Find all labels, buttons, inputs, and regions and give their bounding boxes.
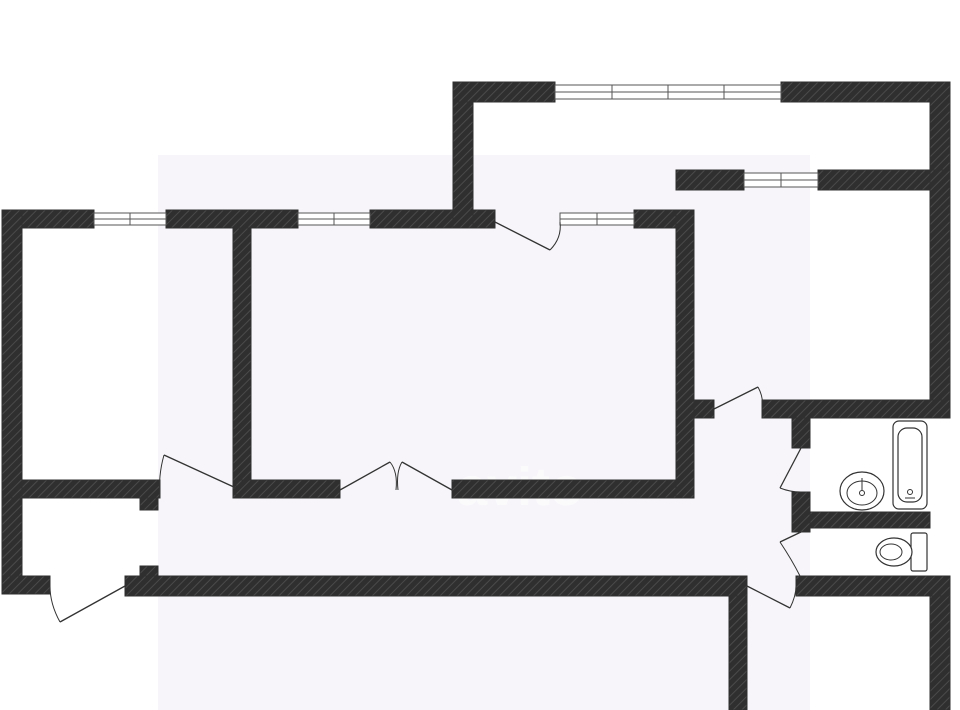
- door-living-double: [339, 461, 453, 491]
- wall-entry-bottom: [1, 575, 51, 595]
- wall-left-room-top-b: [165, 209, 299, 229]
- door-right-bedroom: [713, 386, 763, 410]
- door-lower-room: [746, 585, 797, 609]
- door-wc: [779, 531, 802, 577]
- wall-lower-vertical-left: [728, 595, 748, 710]
- wall-entry-stub-top: [139, 497, 159, 511]
- wall-left-room-bottom: [21, 479, 161, 499]
- washbasin-icon: [839, 471, 885, 511]
- wall-balcony-top-b: [780, 81, 951, 103]
- wall-partition-left: [232, 227, 252, 499]
- wall-bedroom-top-a: [675, 169, 745, 191]
- wall-bath-left-mid: [791, 491, 811, 533]
- wall-balcony-left: [452, 81, 474, 229]
- window-left-room: [93, 212, 167, 226]
- bathtub-icon: [892, 420, 928, 510]
- wall-living-right: [675, 209, 695, 499]
- wall-wc-bottom: [795, 575, 951, 597]
- window-living-2: [559, 212, 635, 226]
- wall-bath-left-top: [791, 417, 811, 449]
- wall-bedroom-bottom-b: [761, 399, 951, 419]
- wall-corridor-bottom: [124, 575, 748, 597]
- wall-bath-wc-divider: [809, 511, 931, 529]
- window-balcony: [554, 84, 782, 100]
- wall-living-top-a: [369, 209, 496, 229]
- wall-outer-right: [929, 169, 951, 419]
- walls: [1, 81, 951, 710]
- wall-balcony-top-a: [452, 81, 556, 103]
- toilet-icon: [875, 532, 928, 572]
- door-left-room: [159, 454, 237, 499]
- door-entrance: [49, 585, 126, 623]
- wall-lower-vertical-right: [929, 595, 951, 710]
- watermark-area: [158, 155, 810, 710]
- wall-living-bottom-b: [451, 479, 695, 499]
- window-living-1: [297, 212, 371, 226]
- wall-outer-left-upper: [1, 209, 23, 499]
- wall-living-bottom-a: [235, 479, 341, 499]
- door-bathroom: [779, 447, 802, 493]
- window-right-bedroom: [743, 172, 819, 188]
- wall-bedroom-bottom-a: [693, 399, 715, 419]
- door-balcony: [494, 221, 561, 251]
